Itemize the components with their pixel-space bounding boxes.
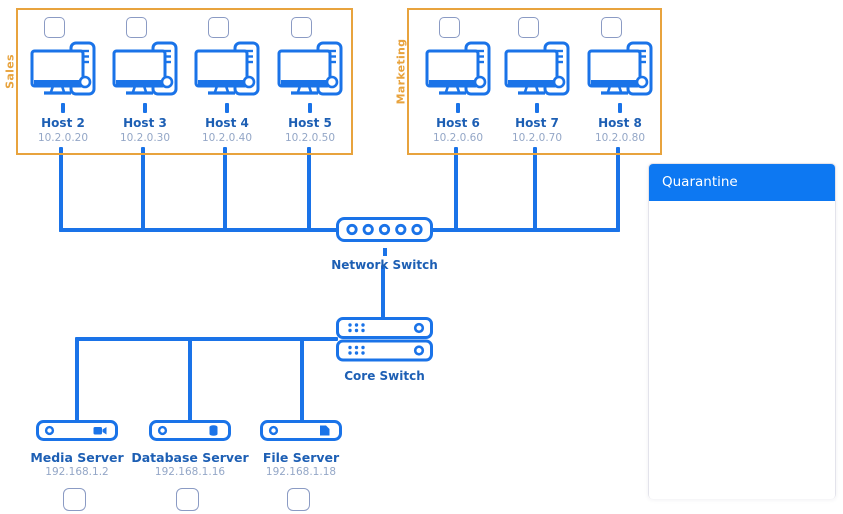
link-line <box>307 147 311 232</box>
server-label: Media Server <box>30 450 124 465</box>
connector-stub <box>61 103 65 113</box>
host-node: Host 7 10.2.0.70 <box>495 16 579 145</box>
server-ip: 192.168.1.18 <box>265 466 337 478</box>
sales-bus-line <box>59 228 340 232</box>
database-icon[interactable] <box>149 420 231 445</box>
host-node: Host 5 10.2.0.50 <box>268 16 352 145</box>
desktop-computer-icon[interactable] <box>112 41 178 101</box>
connector-stub <box>535 103 539 113</box>
group-sales: Sales Host 2 10.2.0.20 Host 3 10.2.0.30 … <box>4 8 353 155</box>
host-node: Host 3 10.2.0.30 <box>103 16 187 145</box>
link-line <box>223 147 227 232</box>
link-line <box>59 147 63 232</box>
host-label: Host 4 <box>205 116 249 130</box>
host-checkbox[interactable] <box>207 17 229 38</box>
server-node: File Server 192.168.1.18 <box>246 420 356 511</box>
server-checkbox[interactable] <box>175 488 199 511</box>
host-checkbox[interactable] <box>43 17 65 38</box>
server-label: File Server <box>262 450 340 465</box>
quarantine-panel: Quarantine <box>648 163 836 499</box>
group-marketing: Marketing Host 6 10.2.0.60 Host 7 10.2.0… <box>395 8 662 155</box>
connector-stub <box>618 103 622 113</box>
host-label: Host 3 <box>123 116 167 130</box>
connector-stub <box>308 103 312 113</box>
desktop-computer-icon[interactable] <box>30 41 96 101</box>
host-ip: 10.2.0.30 <box>119 132 171 144</box>
network-switch-label: Network Switch <box>331 258 438 272</box>
marketing-bus-line <box>430 228 620 232</box>
host-node: Host 2 10.2.0.20 <box>21 16 105 145</box>
host-label: Host 8 <box>598 116 642 130</box>
core-switch-icon <box>336 317 433 366</box>
link-line <box>454 147 458 232</box>
host-ip: 10.2.0.80 <box>594 132 646 144</box>
host-checkbox[interactable] <box>438 17 460 38</box>
host-node: Host 6 10.2.0.60 <box>416 16 500 145</box>
server-label: Database Server <box>131 450 249 465</box>
host-label: Host 2 <box>41 116 85 130</box>
core-switch-label: Core Switch <box>344 369 425 383</box>
desktop-computer-icon[interactable] <box>194 41 260 101</box>
link-line <box>188 339 192 421</box>
host-checkbox[interactable] <box>290 17 312 38</box>
connector-stub <box>225 103 229 113</box>
host-ip: 10.2.0.60 <box>432 132 484 144</box>
server-node: Media Server 192.168.1.2 <box>22 420 132 511</box>
connector-stub <box>143 103 147 113</box>
host-ip: 10.2.0.20 <box>37 132 89 144</box>
desktop-computer-icon[interactable] <box>587 41 653 101</box>
server-ip: 192.168.1.16 <box>154 466 226 478</box>
server-ip: 192.168.1.2 <box>45 466 109 478</box>
connector-stub <box>456 103 460 113</box>
video-camera-icon[interactable] <box>36 420 118 445</box>
network-switch-node: Network Switch <box>331 217 438 273</box>
network-switch-icon <box>336 217 433 246</box>
link-line <box>75 339 79 421</box>
host-ip: 10.2.0.70 <box>511 132 563 144</box>
file-icon[interactable] <box>260 420 342 445</box>
group-sales-label: Sales <box>3 54 17 89</box>
host-label: Host 5 <box>288 116 332 130</box>
connector-stub <box>382 248 387 256</box>
host-checkbox[interactable] <box>125 17 147 38</box>
server-node: Database Server 192.168.1.16 <box>131 420 249 511</box>
host-node: Host 8 10.2.0.80 <box>578 16 662 145</box>
host-label: Host 7 <box>515 116 559 130</box>
host-node: Host 4 10.2.0.40 <box>185 16 269 145</box>
server-checkbox[interactable] <box>286 488 310 511</box>
server-checkbox[interactable] <box>62 488 86 511</box>
desktop-computer-icon[interactable] <box>277 41 343 101</box>
quarantine-drop-zone[interactable] <box>649 201 835 499</box>
link-line <box>300 339 304 421</box>
host-label: Host 6 <box>436 116 480 130</box>
desktop-computer-icon[interactable] <box>425 41 491 101</box>
server-bus-line <box>75 337 338 341</box>
host-ip: 10.2.0.50 <box>284 132 336 144</box>
host-checkbox[interactable] <box>517 17 539 38</box>
link-line <box>141 147 145 232</box>
desktop-computer-icon[interactable] <box>504 41 570 101</box>
host-ip: 10.2.0.40 <box>201 132 253 144</box>
core-switch-node: Core Switch <box>336 317 433 384</box>
link-line <box>616 147 620 232</box>
switch-uplink-line <box>381 265 385 318</box>
link-line <box>533 147 537 232</box>
group-marketing-label: Marketing <box>394 38 408 105</box>
quarantine-header: Quarantine <box>649 164 835 201</box>
host-checkbox[interactable] <box>600 17 622 38</box>
